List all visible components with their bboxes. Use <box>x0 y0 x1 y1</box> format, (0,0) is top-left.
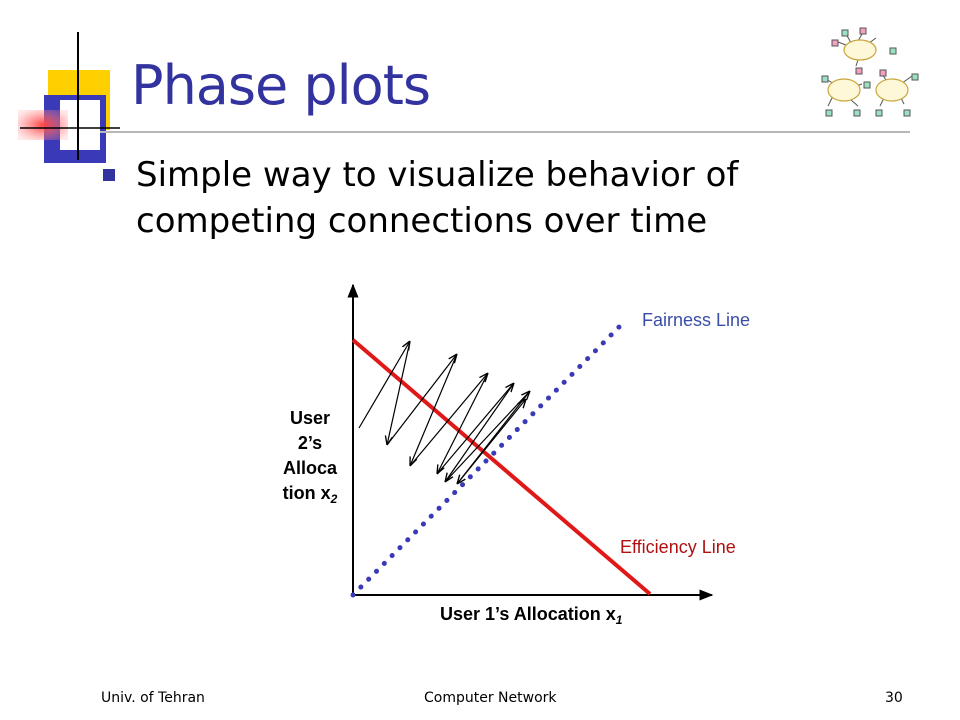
footer-center: Computer Network <box>424 690 557 706</box>
footer-left: Univ. of Tehran <box>101 690 205 706</box>
efficiency-line <box>351 338 652 596</box>
y-axis-label-line: tion x <box>282 483 331 503</box>
y-axis-label-line: User <box>289 408 331 428</box>
fairness-line-label: Fairness Line <box>642 310 751 330</box>
network-clouds-icon <box>821 27 919 117</box>
x-axis-label-subscript: 1 <box>615 613 623 627</box>
fairness-line <box>350 319 627 598</box>
x-axis-label-text: User 1’s Allocation x <box>440 604 616 624</box>
y-axis-label-subscript: 2 <box>330 492 338 506</box>
y-axis-label-line: Alloca <box>282 458 338 478</box>
trajectory-arrows <box>358 341 530 484</box>
title-divider <box>100 131 910 133</box>
x-axis-label: User 1’s Allocation x1 <box>440 604 622 627</box>
page-number: 30 <box>885 690 903 706</box>
bullet-text: Simple way to visualize behavior of comp… <box>136 155 739 241</box>
corner-decoration <box>18 32 120 163</box>
y-axis-label: User 2’s Alloca tion x2 <box>262 406 358 512</box>
y-axis-label-line: 2’s <box>297 433 323 453</box>
bullet-square-icon <box>103 169 115 181</box>
slide-title: Phase plots <box>131 54 431 117</box>
efficiency-line-label: Efficiency Line <box>620 537 736 557</box>
